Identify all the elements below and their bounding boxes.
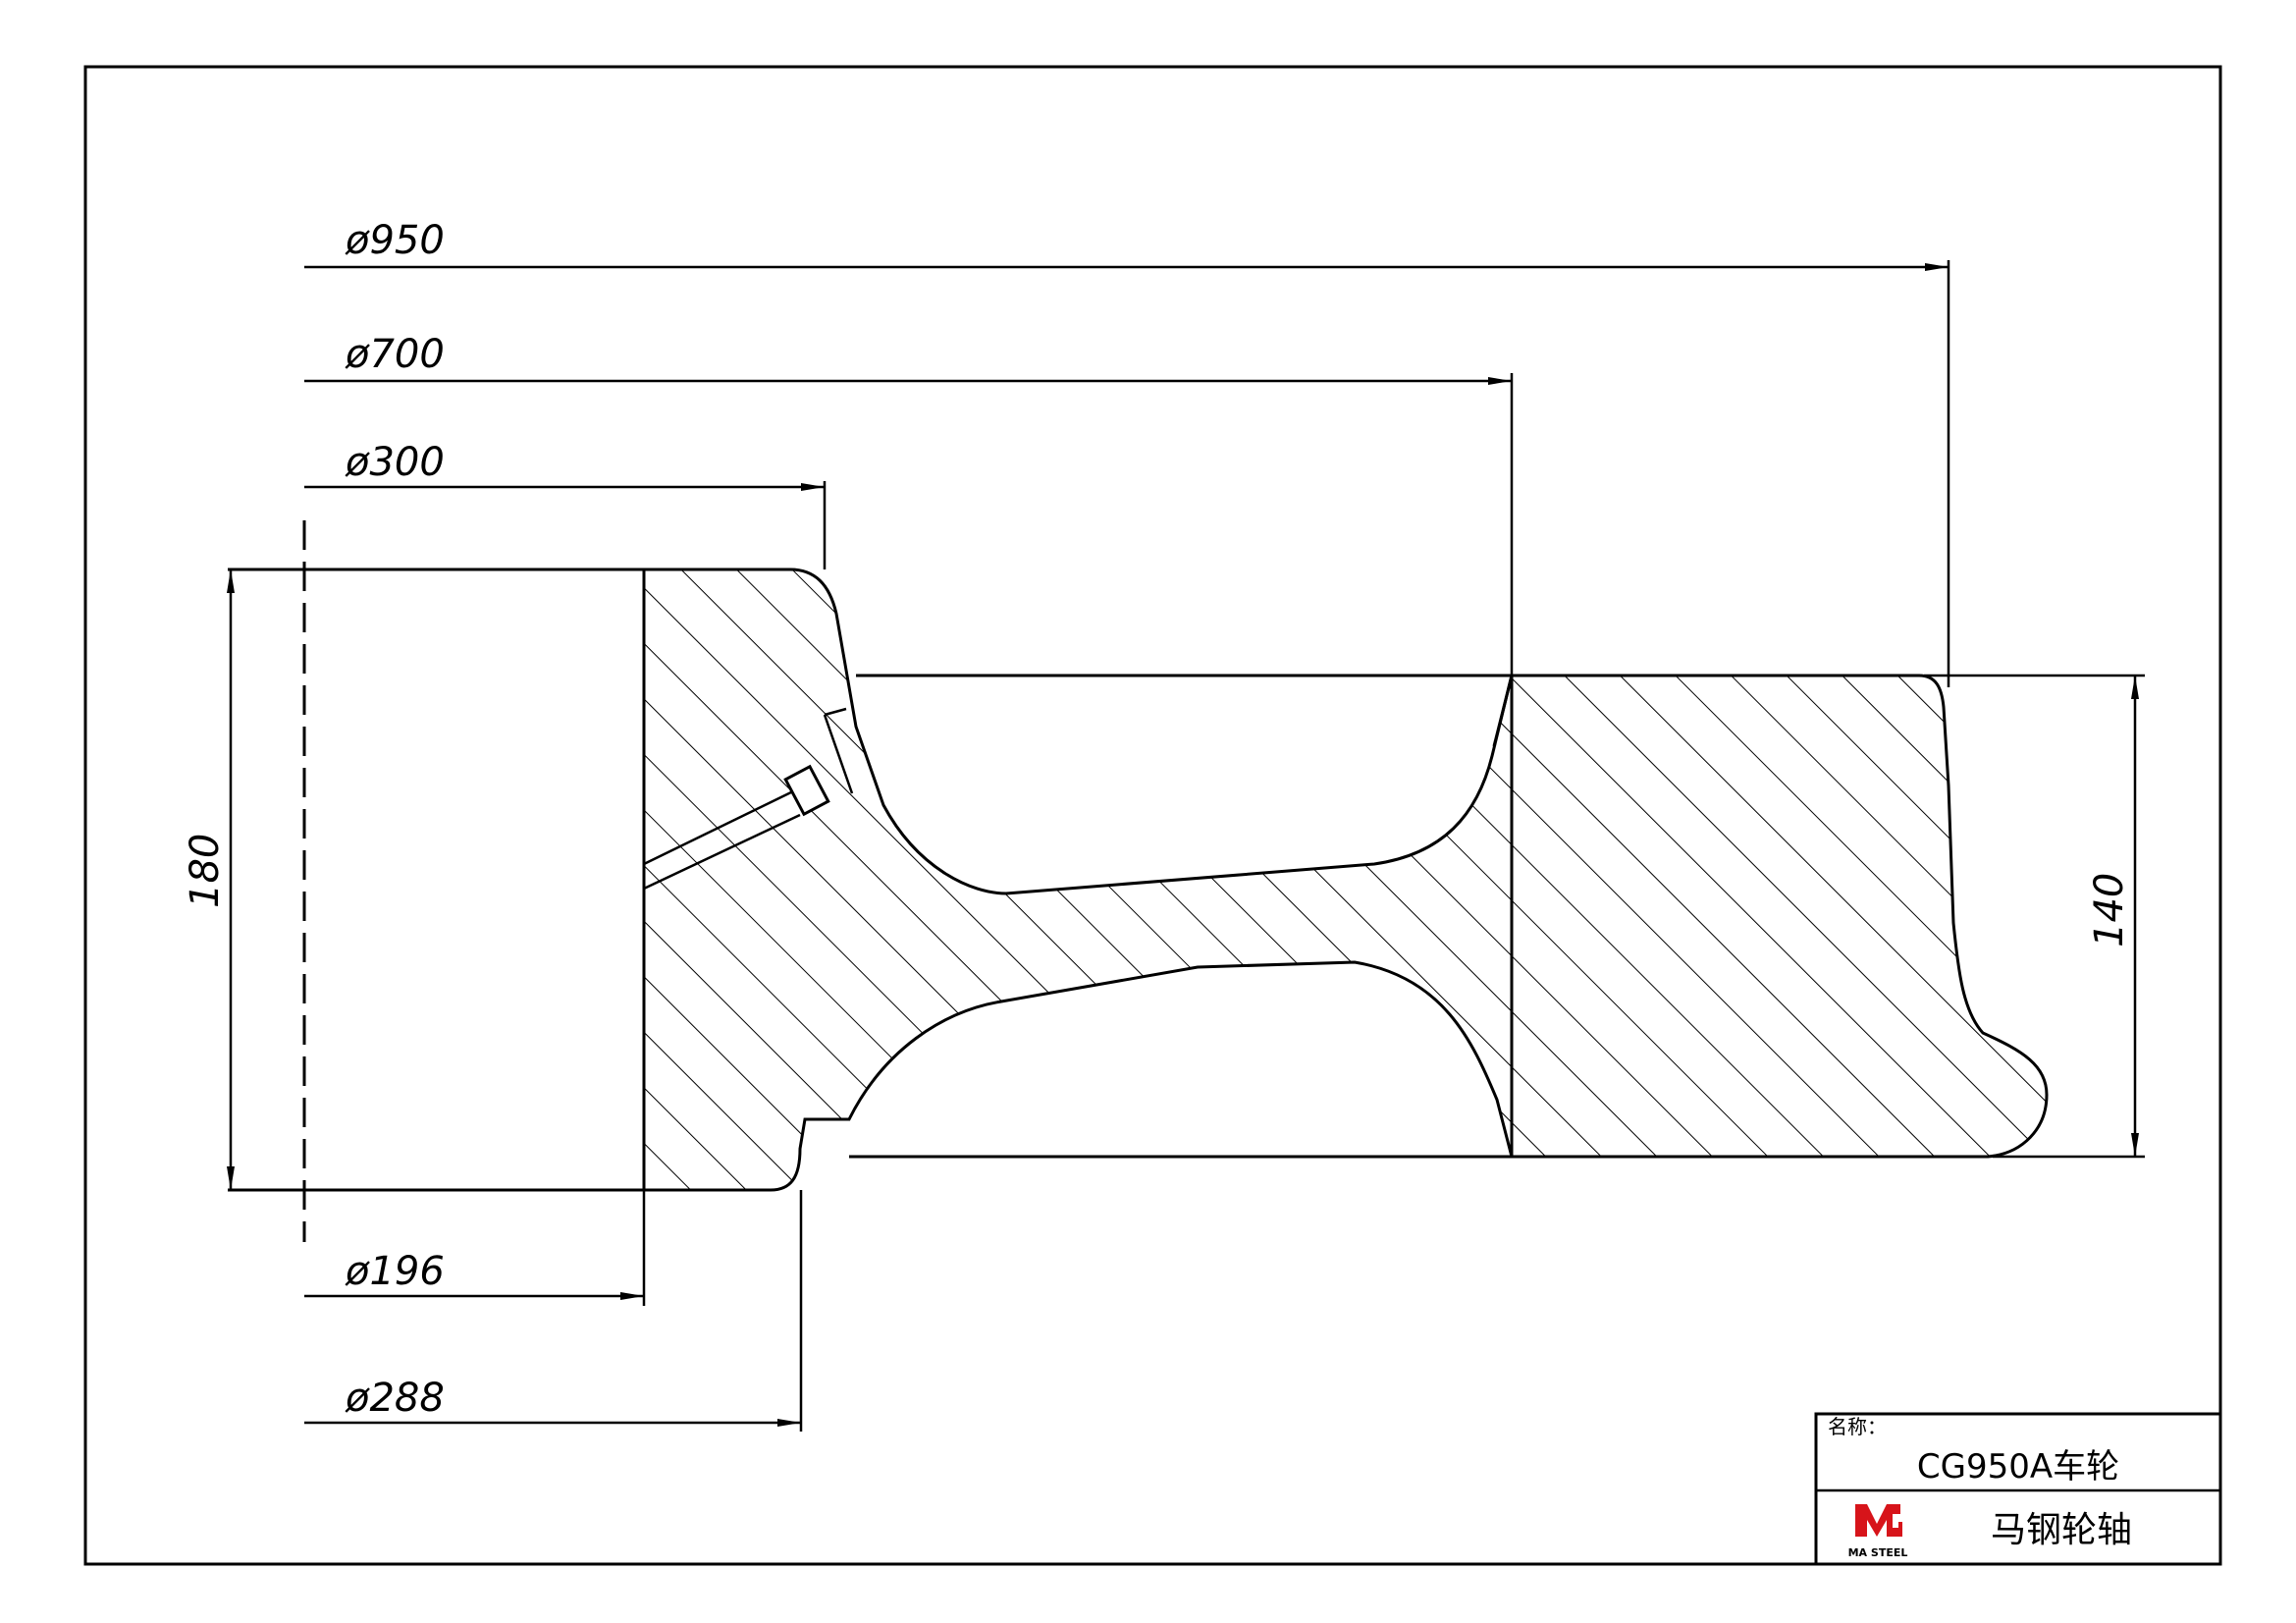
dim-300-text: ø300 bbox=[345, 440, 445, 485]
dim-180-text: 180 bbox=[183, 834, 228, 908]
dim-700-text: ø700 bbox=[345, 332, 445, 377]
title-name-label: 名称： bbox=[1828, 1415, 1887, 1438]
oil-hole bbox=[643, 707, 854, 891]
rim-chamfer-line bbox=[1492, 675, 1514, 747]
company-logo: MA STEEL bbox=[1848, 1504, 1908, 1559]
svg-text:MA STEEL: MA STEEL bbox=[1848, 1546, 1908, 1559]
wheel-section bbox=[642, 568, 2049, 1192]
dim-196-text: ø196 bbox=[345, 1249, 445, 1294]
title-company: 马钢轮轴 bbox=[1991, 1510, 2132, 1550]
dim-950-text: ø950 bbox=[345, 218, 445, 263]
dim-140-text: 140 bbox=[2087, 873, 2132, 947]
title-block: 名称： CG950A车轮 MA STEEL 马钢轮轴 bbox=[1814, 1412, 2222, 1566]
title-part-name: CG950A车轮 bbox=[1917, 1447, 2119, 1487]
dim-288-text: ø288 bbox=[345, 1376, 445, 1421]
drawing-border bbox=[83, 65, 2222, 1566]
